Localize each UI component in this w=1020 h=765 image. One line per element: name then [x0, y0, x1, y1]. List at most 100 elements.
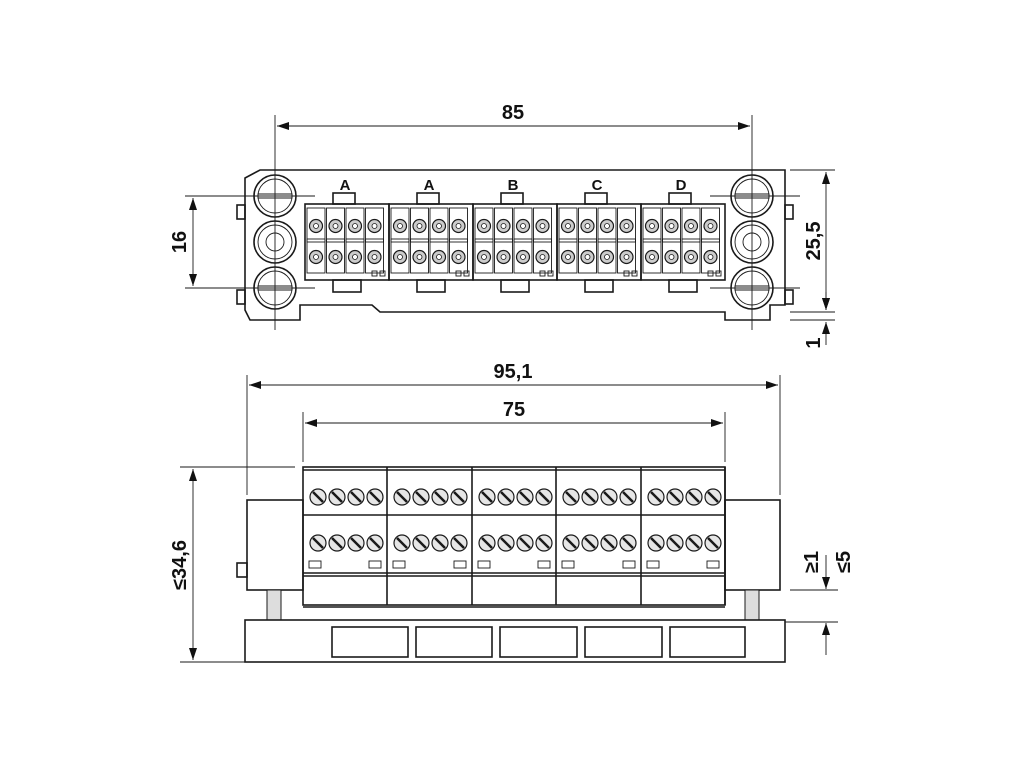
mounting-screw — [744, 589, 760, 621]
contact-center — [584, 254, 591, 260]
contact-center — [455, 223, 462, 229]
screw-slot — [396, 491, 408, 503]
contact-center — [565, 223, 571, 229]
terminal-cell — [662, 238, 681, 274]
marker-square — [707, 270, 714, 277]
rail-slot — [669, 626, 746, 658]
bottom-latch — [332, 279, 362, 293]
dimension-25-5: 25,5 — [803, 222, 825, 261]
contact-center — [397, 223, 403, 229]
terminal-group-1: A — [388, 177, 474, 293]
rail-slot — [415, 626, 493, 658]
terminal-cell — [474, 207, 494, 243]
contact-center — [416, 223, 423, 229]
screw-slot — [565, 491, 577, 503]
screw-slot — [565, 537, 577, 549]
terminal-group-3: C — [556, 177, 642, 293]
terminal-body — [302, 466, 726, 606]
contact-center — [397, 254, 403, 260]
end-bracket-right — [724, 499, 781, 591]
screw-slot — [396, 537, 408, 549]
contact-center — [520, 254, 526, 260]
terminal-cell — [662, 207, 681, 243]
screw-slot — [538, 537, 550, 549]
terminal-cell — [533, 238, 552, 274]
terminal-cell — [558, 207, 578, 243]
screw-slot — [650, 491, 662, 503]
dimension-34-6: ≤34,6 — [169, 540, 191, 590]
terminal-cell — [365, 238, 384, 274]
contact-center — [371, 223, 378, 229]
screw-slot — [453, 491, 465, 503]
terminal-cell — [306, 207, 326, 243]
marker-square — [547, 270, 554, 277]
terminal-cell — [513, 207, 533, 243]
screw-slot — [312, 537, 324, 549]
din-rail — [244, 619, 786, 663]
bottom-latch — [584, 279, 614, 293]
contact-center — [332, 254, 339, 260]
top-view-outline — [244, 169, 786, 321]
terminal-cell — [326, 238, 345, 274]
test-socket — [622, 560, 636, 569]
dimension-16: 16 — [169, 231, 191, 253]
front-view: 95,1 75 ≤34,6 ≥1 ≤5 — [169, 361, 855, 663]
contact-center — [707, 254, 714, 260]
terminal-cell — [365, 207, 384, 243]
terminal-cell — [429, 238, 449, 274]
contact-center — [604, 223, 610, 229]
side-tab — [784, 289, 794, 305]
end-bracket-left — [246, 499, 304, 591]
contact-center — [371, 254, 378, 260]
marker-square — [379, 270, 386, 277]
dimension-85: 85 — [502, 102, 524, 124]
screw-slot — [500, 491, 512, 503]
contact-center — [623, 254, 630, 260]
rail-slot — [331, 626, 409, 658]
terminal-cell — [345, 207, 365, 243]
dimension-95-1: 95,1 — [494, 361, 533, 383]
terminal-cell — [578, 238, 597, 274]
terminal-cell — [681, 207, 701, 243]
test-socket — [561, 560, 575, 569]
contact-center — [565, 254, 571, 260]
terminal-cell — [558, 238, 578, 274]
group-label: C — [592, 177, 603, 194]
rail-slot — [499, 626, 578, 658]
screw-slot — [369, 491, 381, 503]
test-socket — [477, 560, 491, 569]
top-latch — [416, 192, 440, 205]
screw-slot — [453, 537, 465, 549]
marker-square — [539, 270, 546, 277]
dimension-min-1: ≥1 — [801, 551, 823, 573]
terminal-cell — [449, 238, 468, 274]
contact-center — [668, 223, 675, 229]
terminal-cell — [533, 207, 552, 243]
contact-center — [455, 254, 462, 260]
test-socket — [453, 560, 467, 569]
screw-slot — [707, 537, 719, 549]
terminal-cell — [449, 207, 468, 243]
terminal-groups-front — [308, 467, 726, 605]
terminal-cell — [597, 207, 617, 243]
contact-center — [707, 223, 714, 229]
terminal-cell — [617, 238, 636, 274]
marker-square — [455, 270, 462, 277]
contact-center — [500, 254, 507, 260]
terminal-cell — [642, 207, 662, 243]
terminal-cell — [306, 238, 326, 274]
terminal-cell — [429, 207, 449, 243]
screw-slot — [603, 537, 615, 549]
terminal-cell — [578, 207, 597, 243]
screw-slot — [434, 491, 446, 503]
mounting-screw — [266, 589, 282, 621]
marker-square — [715, 270, 722, 277]
screw-slot — [500, 537, 512, 549]
contact-center — [520, 223, 526, 229]
marker-square — [623, 270, 630, 277]
group-label: A — [340, 177, 351, 194]
terminal-cell — [345, 238, 365, 274]
terminal-group-2: B — [472, 177, 558, 293]
